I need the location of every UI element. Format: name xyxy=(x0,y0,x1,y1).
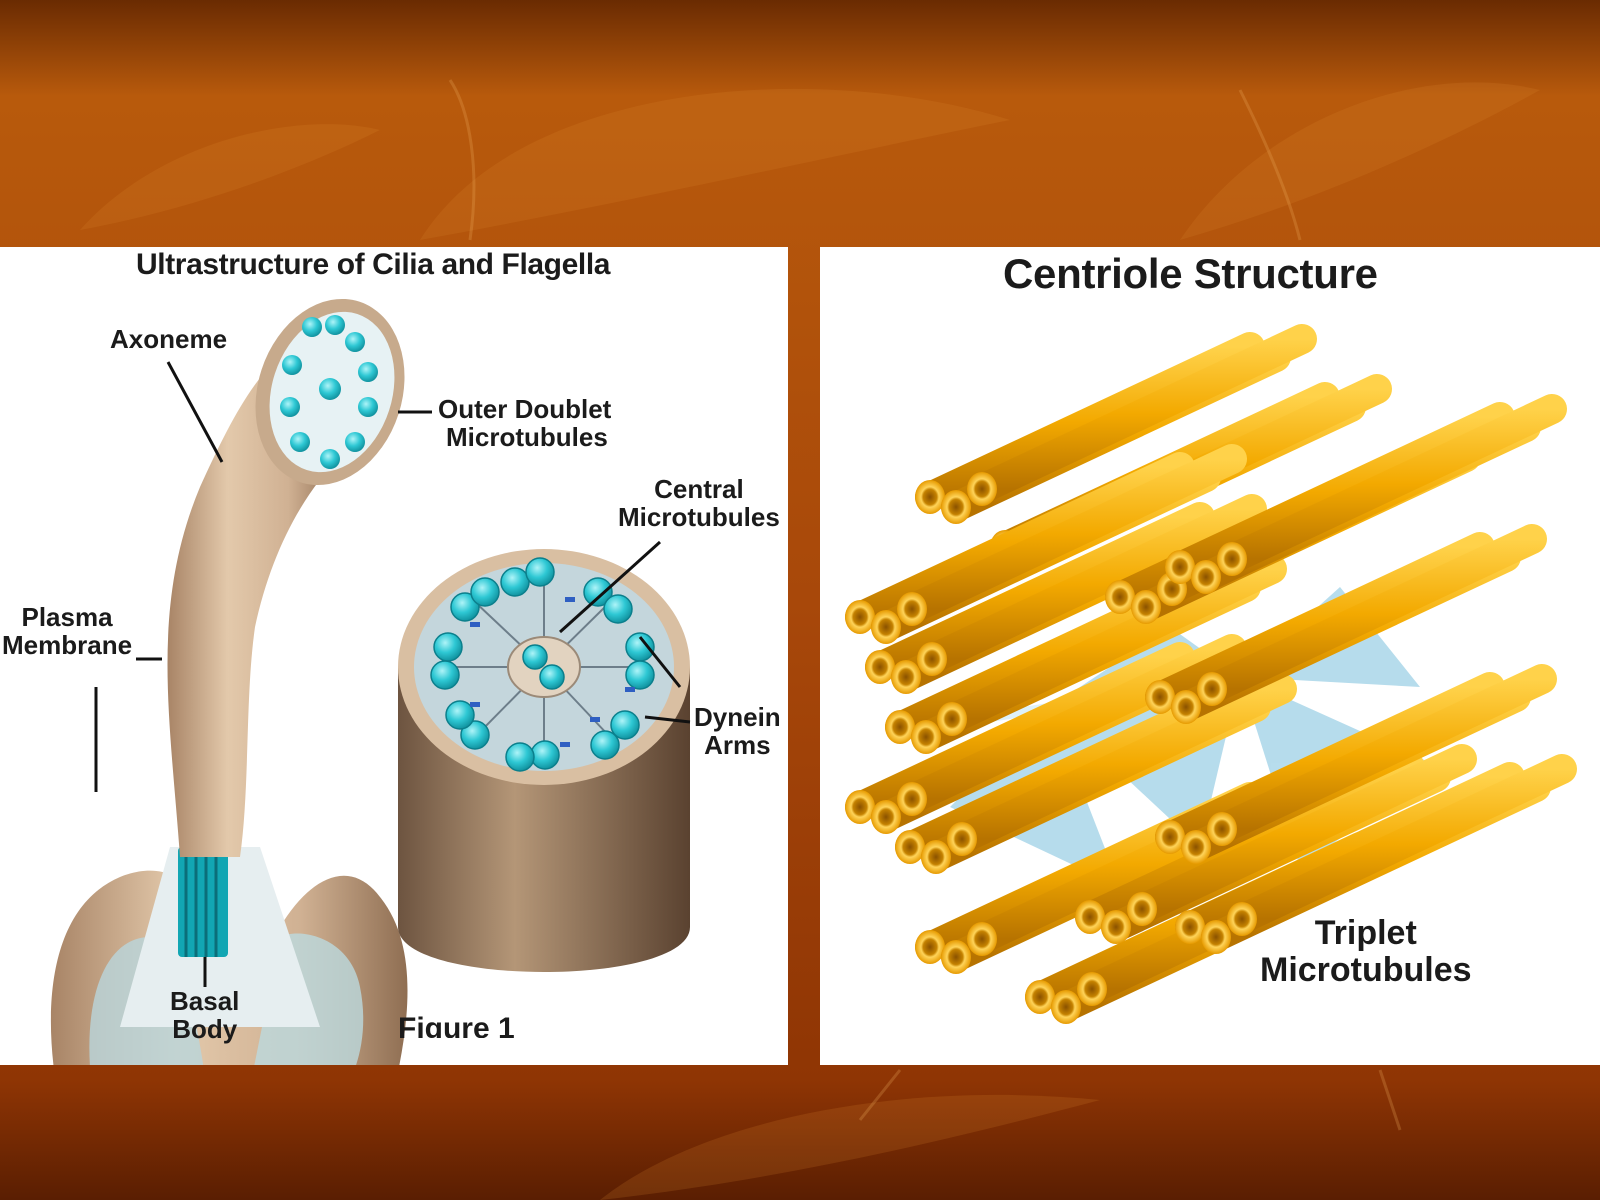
centriole-figure-title: Centriole Structure xyxy=(1003,250,1378,297)
microtubule-end xyxy=(1101,910,1131,944)
microtubule-end xyxy=(937,702,967,736)
axoneme-cross-section xyxy=(255,298,405,486)
microtubule-end xyxy=(885,710,915,744)
microtubule-end xyxy=(845,790,875,824)
central-label-line1: Central xyxy=(654,474,744,504)
microtubule-rod xyxy=(947,674,1297,854)
dynein-arms-label: Dynein Arms xyxy=(694,703,781,759)
microtubule-end xyxy=(895,830,925,864)
microtubule-rod xyxy=(1127,744,1477,924)
axoneme-label: Axoneme xyxy=(110,324,228,354)
leader-lines xyxy=(94,361,691,987)
microtubule-end xyxy=(941,490,971,524)
microtubule-end xyxy=(1051,990,1081,1024)
plasma-membrane-label: Plasma Membrane xyxy=(2,603,132,659)
triplet-microtubules xyxy=(845,324,1577,1024)
microtubule-end xyxy=(1025,980,1055,1014)
centriole-illustration xyxy=(845,324,1577,1024)
microtubule-end xyxy=(1155,820,1185,854)
triplet-label-line2: Microtubules xyxy=(1260,950,1472,989)
microtubule-end xyxy=(845,600,875,634)
microtubule-end xyxy=(911,720,941,754)
microtubule-end xyxy=(1227,902,1257,936)
triplet-label-line1: Triplet xyxy=(1314,914,1417,952)
dynein-label-line1: Dynein xyxy=(694,702,781,732)
dynein-label-line2: Arms xyxy=(704,730,771,761)
microtubule-end xyxy=(1175,910,1205,944)
microtubule-end xyxy=(1105,580,1135,614)
microtubule-end xyxy=(891,660,921,694)
microtubule-end xyxy=(897,782,927,816)
central-label-line2: Microtubules xyxy=(618,502,780,533)
microtubule-end xyxy=(871,800,901,834)
microtubule-rod xyxy=(897,444,1247,624)
plasma-membrane-shape xyxy=(50,847,408,1065)
microtubule-end xyxy=(1201,920,1231,954)
microtubule-rod xyxy=(1197,524,1547,704)
outer-doublet-label: Outer Doublet Microtubules xyxy=(438,395,611,451)
microtubule-end xyxy=(947,822,977,856)
basal-body-shape xyxy=(178,847,228,957)
outer-doublet-label-line1: Outer Doublet xyxy=(438,394,612,424)
leaf-pattern xyxy=(80,82,1540,1200)
microtubule-end xyxy=(921,840,951,874)
central-microtubules-label: Central Microtubules xyxy=(618,475,780,531)
microtubule-end xyxy=(1165,550,1195,584)
microtubule-end xyxy=(941,940,971,974)
microtubule-end xyxy=(917,642,947,676)
microtubule-end xyxy=(865,650,895,684)
microtubule-rod xyxy=(1207,664,1557,844)
figure-caption: Figure 1 xyxy=(398,1012,515,1038)
microtubule-end xyxy=(1131,590,1161,624)
basal-label-line1: Basal xyxy=(170,986,240,1016)
microtubule-end xyxy=(1217,542,1247,576)
microtubule-end xyxy=(1077,972,1107,1006)
axoneme-tube xyxy=(167,357,340,857)
cilium-cross-section xyxy=(398,549,690,972)
basal-body-label: Basal Body xyxy=(170,987,239,1043)
microtubule-end xyxy=(1075,900,1105,934)
microtubule-rod xyxy=(1227,754,1577,934)
plasma-label-line2: Membrane xyxy=(2,630,133,661)
cilia-figure-title: Ultrastructure of Cilia and Flagella xyxy=(136,248,611,281)
microtubule-end xyxy=(1127,892,1157,926)
microtubule-rod xyxy=(917,494,1267,674)
basal-label-line2: Body xyxy=(172,1014,238,1045)
microtubule-end xyxy=(1145,680,1175,714)
microtubule-rod xyxy=(967,324,1317,504)
microtubule-end xyxy=(1171,690,1201,724)
triplet-microtubules-label: Triplet Microtubules xyxy=(1260,915,1472,988)
cilia-flagella-panel: Ultrastructure of Cilia and Flagella Axo… xyxy=(0,247,788,1065)
microtubule-end xyxy=(871,610,901,644)
microtubule-end xyxy=(1191,560,1221,594)
cilia-flagella-illustration xyxy=(50,298,691,1065)
microtubule-end xyxy=(915,930,945,964)
outer-doublet-label-line2: Microtubules xyxy=(446,422,608,453)
microtubule-rod xyxy=(937,554,1287,734)
microtubule-end xyxy=(1181,830,1211,864)
microtubule-rod xyxy=(1217,394,1567,574)
microtubule-end xyxy=(915,480,945,514)
plasma-label-line1: Plasma xyxy=(21,602,113,632)
microtubule-end xyxy=(967,922,997,956)
microtubule-end xyxy=(967,472,997,506)
microtubule-end xyxy=(897,592,927,626)
microtubule-end xyxy=(1207,812,1237,846)
centriole-panel: Centriole Structure Triplet Microtubules xyxy=(820,247,1600,1065)
microtubule-end xyxy=(1197,672,1227,706)
